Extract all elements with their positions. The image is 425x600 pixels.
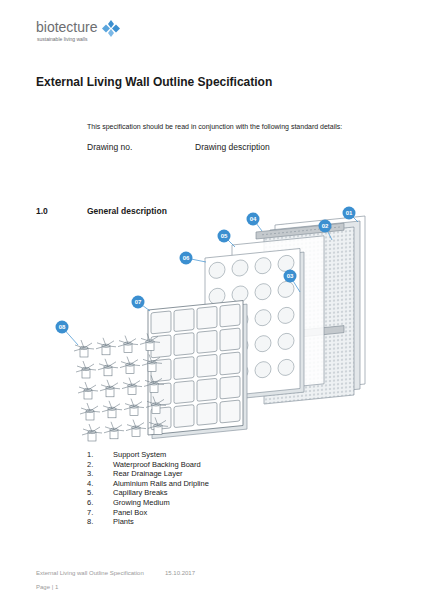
plant	[98, 359, 118, 376]
list-number: 6.	[87, 499, 93, 508]
page-number: Page | 1	[36, 584, 58, 591]
panel-cell	[220, 304, 240, 327]
panel-cell	[174, 333, 194, 356]
section-heading: General description	[87, 207, 167, 217]
footer-date: 15.10.2017	[165, 570, 195, 577]
back-layers	[148, 216, 365, 439]
plant	[148, 417, 168, 434]
plant	[96, 338, 116, 355]
panel-cell	[197, 306, 217, 329]
panel-cell	[220, 376, 240, 399]
list-number: 5.	[87, 489, 93, 498]
plants	[74, 333, 168, 441]
intro-text: This specification should be read in con…	[87, 123, 342, 131]
logo-icon	[102, 20, 120, 37]
medium-hole	[255, 309, 271, 327]
list-number: 8.	[87, 518, 93, 527]
list-item: Plants	[113, 518, 134, 527]
callout-number: 04	[246, 212, 260, 226]
plant	[102, 401, 122, 418]
plant	[82, 424, 102, 441]
list-item: Support System	[113, 451, 166, 460]
plant	[122, 378, 142, 395]
plant	[142, 354, 162, 371]
panel-cell	[197, 330, 217, 353]
medium-hole	[255, 257, 271, 275]
panel-cell	[174, 405, 194, 428]
section-number: 1.0	[36, 207, 48, 217]
plant	[118, 336, 138, 353]
panel-cell	[174, 309, 194, 332]
list-number: 3.	[87, 470, 93, 479]
plant	[76, 361, 96, 378]
callout-number: 05	[217, 229, 231, 243]
callout-text: 06	[179, 251, 193, 265]
callout-number: 02	[318, 219, 332, 233]
callout-text: 03	[283, 269, 297, 283]
plant	[140, 333, 160, 350]
panel-cell	[197, 378, 217, 401]
callout-text: 01	[342, 206, 356, 220]
plant	[126, 420, 146, 437]
list-number: 7.	[87, 509, 93, 518]
medium-hole	[278, 281, 294, 299]
logo-tagline: sustainable living walls	[37, 37, 88, 43]
callout-number: 07	[131, 295, 145, 309]
table-heading: Drawing no.	[87, 143, 132, 153]
logo-text: biotecture	[36, 19, 97, 35]
callout-text: 04	[246, 212, 260, 226]
medium-hole	[278, 359, 294, 377]
medium-hole	[232, 285, 248, 303]
list-item: Aluminium Rails and Dripline	[113, 480, 209, 489]
callout-text: 05	[217, 229, 231, 243]
callout-number: 06	[179, 251, 193, 265]
medium-hole	[255, 361, 271, 379]
list-item: Growing Medium	[113, 499, 170, 508]
page-title: External Living Wall Outline Specificati…	[36, 76, 272, 90]
plant	[74, 340, 94, 357]
plant	[144, 375, 164, 392]
plant	[104, 422, 124, 439]
callout-text: 02	[318, 219, 332, 233]
list-number: 2.	[87, 461, 93, 470]
list-item: Panel Box	[113, 509, 147, 518]
callout-number: 03	[283, 269, 297, 283]
plant	[80, 403, 100, 420]
plant	[120, 357, 140, 374]
panel-cell	[220, 400, 240, 423]
medium-hole	[255, 335, 271, 353]
footer-text: External Living wall Outline Specificati…	[36, 570, 144, 577]
panel-cell	[151, 383, 171, 406]
panel-cell	[174, 357, 194, 380]
leader-lines	[62, 213, 358, 345]
panel-cell	[197, 402, 217, 425]
callout-number: 08	[55, 320, 69, 334]
medium-hole	[278, 333, 294, 351]
callout-text: 08	[55, 320, 69, 334]
table-heading: Drawing description	[195, 143, 270, 153]
plant	[146, 396, 166, 413]
panel-cell	[151, 311, 171, 334]
medium-hole	[278, 307, 294, 325]
panel-cell	[220, 352, 240, 375]
medium-hole	[209, 262, 225, 280]
panel-cell	[174, 381, 194, 404]
callout-text: 07	[131, 295, 145, 309]
plant	[124, 399, 144, 416]
list-number: 1.	[87, 451, 93, 460]
panel-cell	[220, 328, 240, 351]
list-number: 4.	[87, 480, 93, 489]
plant	[100, 380, 120, 397]
list-item: Rear Drainage Layer	[113, 470, 183, 479]
plant	[78, 382, 98, 399]
medium-hole	[232, 259, 248, 277]
medium-hole	[255, 283, 271, 301]
list-item: Capillary Breaks	[113, 489, 168, 498]
panel-cell	[197, 354, 217, 377]
list-item: Waterproof Backing Board	[113, 461, 201, 470]
panel-box	[148, 301, 243, 436]
medium-hole	[278, 255, 294, 273]
callout-number: 01	[342, 206, 356, 220]
